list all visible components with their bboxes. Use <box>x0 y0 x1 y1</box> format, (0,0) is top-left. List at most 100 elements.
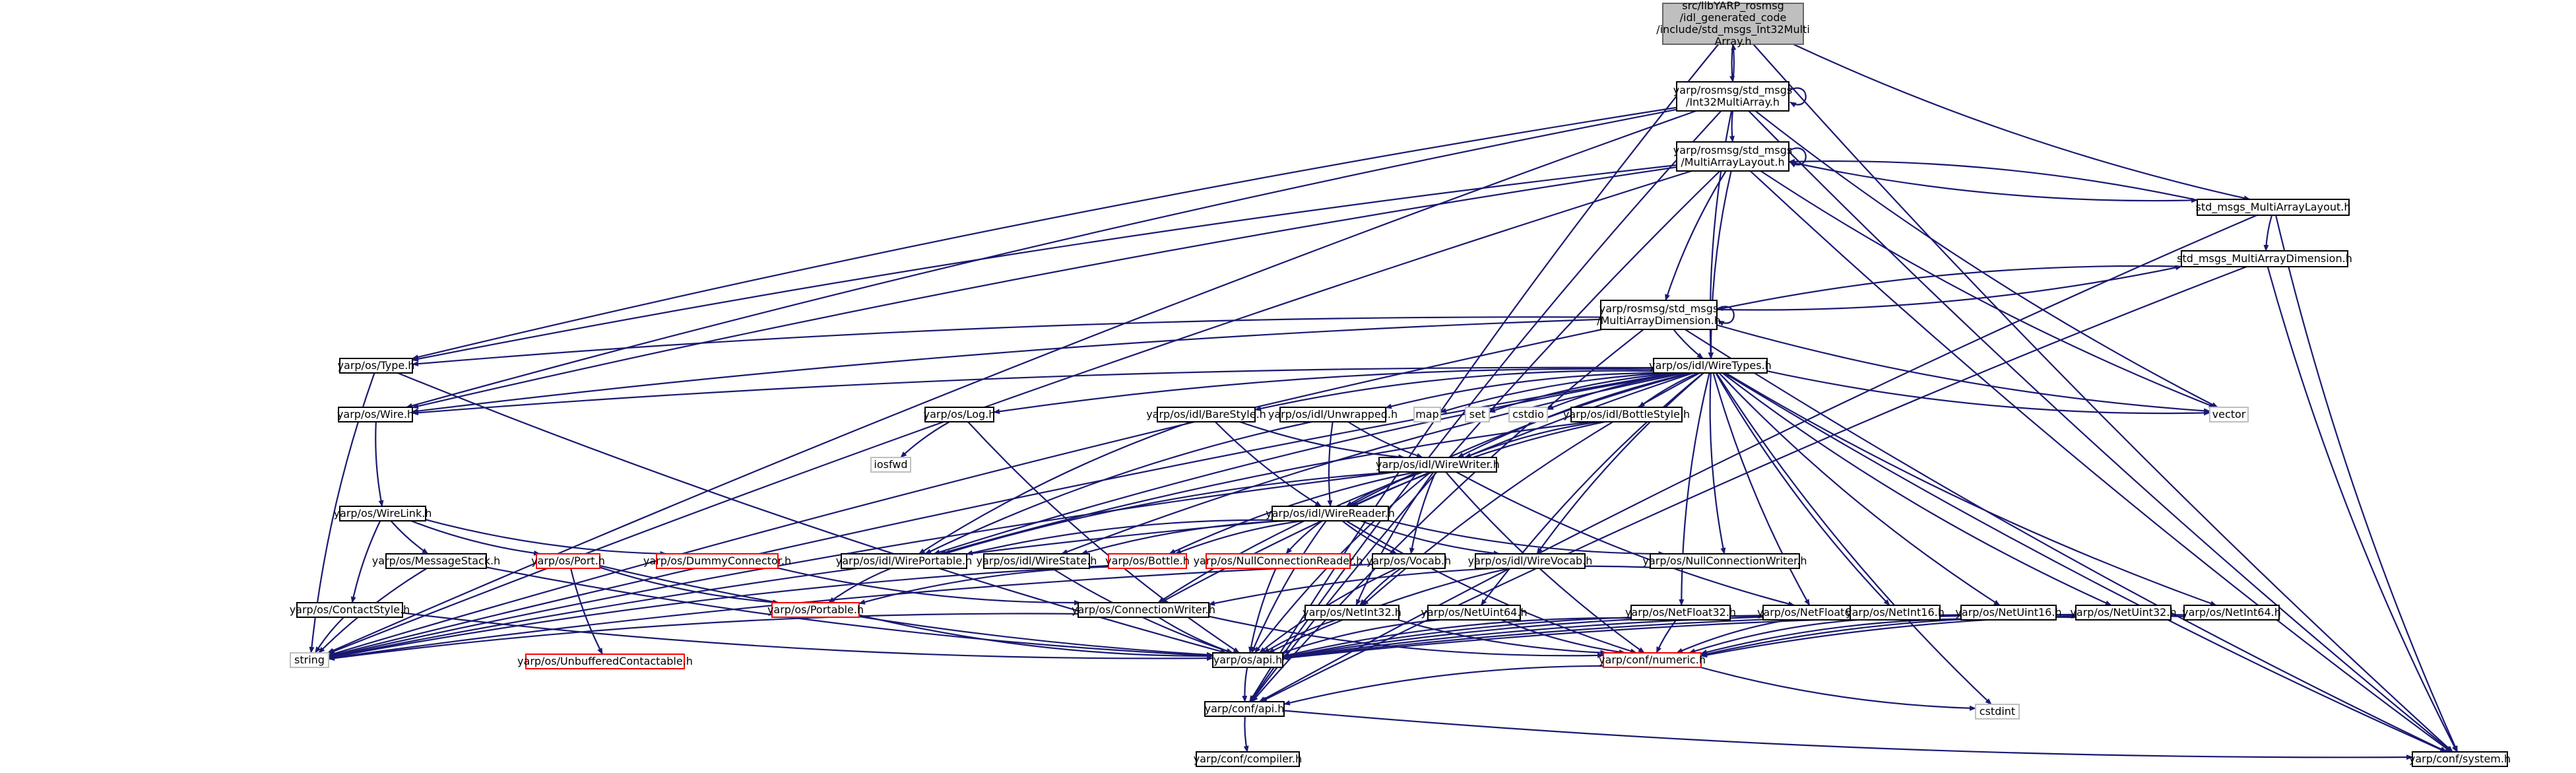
node-map[interactable]: map <box>1413 407 1441 422</box>
node-label: yarp/os/MessageStack.h <box>372 555 501 567</box>
node-wirelink[interactable]: yarp/os/WireLink.h <box>334 506 432 521</box>
node-wirevocab[interactable]: yarp/os/idl/WireVocab.h <box>1468 553 1593 569</box>
node-nullconnwriter[interactable]: yarp/os/NullConnectionWriter.h <box>1642 553 1807 569</box>
node-box <box>385 553 487 569</box>
node-log[interactable]: yarp/os/Log.h <box>924 407 996 422</box>
node-i32[interactable]: yarp/rosmsg/std_msgs/Int32MultiArray.h <box>1673 81 1792 112</box>
node-box <box>1157 407 1256 422</box>
node-dummyconn[interactable]: yarp/os/DummyConnector.h <box>643 553 791 569</box>
node-label: set <box>1469 408 1485 420</box>
edge-wirewriter-to-connwriter <box>1157 471 1424 603</box>
node-netuint64[interactable]: yarp/os/NetUint64.h <box>1421 605 1528 621</box>
node-box <box>1850 605 1941 621</box>
node-contactstyle[interactable]: yarp/os/ContactStyle.h <box>290 602 410 618</box>
node-unbuffered[interactable]: yarp/os/UnbufferedContactable.h <box>517 654 693 669</box>
edge-netfloat32-to-numeric <box>1656 619 1677 654</box>
node-wirestate[interactable]: yarp/os/idl/WireState.h <box>977 553 1097 569</box>
node-vector[interactable]: vector <box>2209 407 2249 422</box>
node-netint32[interactable]: yarp/os/NetInt32.h <box>1303 605 1401 621</box>
node-cstdint[interactable]: cstdint <box>1975 704 2020 720</box>
node-compiler[interactable]: yarp/conf/compiler.h <box>1194 751 1303 767</box>
node-nullconnreader[interactable]: yarp/os/NullConnectionReader.h <box>1194 553 1363 569</box>
edge-wiretypes-to-netuint32 <box>1722 372 2112 607</box>
node-system[interactable]: yarp/conf/system.h <box>2409 751 2511 767</box>
node-compat_dim[interactable]: std_msgs_MultiArrayDimension.h <box>2177 250 2352 267</box>
node-compat_layout[interactable]: std_msgs_MultiArrayLayout.h <box>2196 199 2351 216</box>
node-wirewriter[interactable]: yarp/os/idl/WireWriter.h <box>1376 457 1500 473</box>
node-osapi[interactable]: yarp/os/api.h <box>1212 652 1283 668</box>
edge-wirewriter-to-vocab <box>1409 471 1436 555</box>
node-port[interactable]: yarp/os/Port.h <box>531 553 605 569</box>
edge-compat_layout-to-layout <box>1788 158 2198 201</box>
edge-wirewriter-to-bottle <box>1169 471 1417 555</box>
edge-bottlestyle-to-wirewriter <box>1464 420 1599 459</box>
node-label: Array.h <box>1714 35 1751 48</box>
edge-dim-to-wiretypes <box>1673 329 1704 359</box>
node-wirereader[interactable]: yarp/os/idl/WireReader.h <box>1266 506 1395 521</box>
edge-compat_dim-to-confapi <box>1260 265 2247 702</box>
node-set[interactable]: set <box>1465 407 1490 422</box>
node-wireportable[interactable]: yarp/os/idl/WirePortable.h <box>836 553 973 569</box>
node-wire[interactable]: yarp/os/Wire.h <box>337 407 414 422</box>
node-netfloat64[interactable]: yarp/os/NetFloat64.h <box>1757 605 1868 621</box>
node-connwriter[interactable]: yarp/os/ConnectionWriter.h <box>1072 602 1215 618</box>
edge-wirelink-to-port <box>410 520 541 556</box>
node-numeric[interactable]: yarp/conf/numeric.h <box>1599 652 1706 668</box>
edge-layer <box>309 44 2459 760</box>
edge-layout-to-system <box>1749 170 2452 753</box>
edge-wirelink-to-msgstack <box>390 520 429 555</box>
edge-dim-to-type <box>412 316 1601 367</box>
node-msgstack[interactable]: yarp/os/MessageStack.h <box>372 553 501 569</box>
node-type[interactable]: yarp/os/Type.h <box>338 358 415 374</box>
edge-osapi-to-confapi <box>1242 667 1248 702</box>
node-confapi[interactable]: yarp/conf/api.h <box>1204 701 1285 717</box>
node-netint16[interactable]: yarp/os/NetInt16.h <box>1846 605 1945 621</box>
node-dim[interactable]: yarp/rosmsg/std_msgs/MultiArrayDimension… <box>1597 300 1721 330</box>
node-label: yarp/os/ContactStyle.h <box>290 603 410 616</box>
node-string[interactable]: string <box>290 652 329 668</box>
edge-wirereader-to-nullconnwriter <box>1388 520 1665 556</box>
edge-netuint64-to-osapi <box>1281 619 1440 654</box>
node-portable[interactable]: yarp/os/Portable.h <box>767 602 864 618</box>
node-box <box>2075 605 2172 621</box>
edge-wiretypes-to-nullconnwriter <box>1709 372 1726 555</box>
node-label: yarp/conf/compiler.h <box>1194 753 1303 765</box>
node-vocab[interactable]: yarp/os/Vocab.h <box>1367 553 1451 569</box>
node-box <box>1212 652 1283 668</box>
node-netuint16[interactable]: yarp/os/NetUint16.h <box>1955 605 2062 621</box>
node-netuint32[interactable]: yarp/os/NetUint32.h <box>2070 605 2177 621</box>
edge-dim-to-compat_dim <box>1716 265 2182 311</box>
edge-compat_dim-to-system <box>2267 266 2458 753</box>
node-label: yarp/os/Vocab.h <box>1367 555 1451 567</box>
node-label: yarp/os/Log.h <box>924 408 996 420</box>
edge-wiretypes-to-log <box>993 368 1654 415</box>
edge-compat_dim-to-dim <box>1716 265 2182 311</box>
edge-bottle-to-portable <box>858 566 1109 605</box>
edge-wirewriter-to-wireportable <box>943 471 1398 555</box>
edge-barestyle-to-wirereader <box>1215 421 1322 507</box>
node-netfloat32[interactable]: yarp/os/NetFloat32.h <box>1625 605 1736 621</box>
node-bottle[interactable]: yarp/os/Bottle.h <box>1105 553 1190 569</box>
edge-numeric-to-confapi <box>1283 665 1604 706</box>
node-box <box>1475 553 1586 569</box>
node-box <box>2412 751 2508 767</box>
node-cstdio[interactable]: cstdio <box>1508 407 1548 422</box>
node-root[interactable]: src/libYARP_rosmsg/idl_generated_code/in… <box>1656 0 1810 48</box>
node-box <box>924 407 994 422</box>
edge-wirereader-to-nullconnreader <box>1285 520 1323 555</box>
edge-bottle-to-string <box>328 564 1109 659</box>
node-iosfwd[interactable]: iosfwd <box>870 457 911 473</box>
edge-portable-to-osapi <box>858 614 1213 659</box>
node-wiretypes[interactable]: yarp/os/idl/WireTypes.h <box>1649 358 1772 374</box>
node-bottlestyle[interactable]: yarp/os/idl/BottleStyle.h <box>1563 407 1690 422</box>
node-box <box>1653 358 1768 374</box>
node-netint64[interactable]: yarp/os/NetInt64.h <box>2182 605 2281 621</box>
node-layout[interactable]: yarp/rosmsg/std_msgs/MultiArrayLayout.h <box>1673 141 1792 172</box>
node-label: yarp/os/NullConnectionReader.h <box>1194 555 1363 567</box>
node-unwrapped[interactable]: yarp/os/idl/Unwrapped.h <box>1268 407 1398 422</box>
node-barestyle[interactable]: yarp/os/idl/BareStyle.h <box>1146 407 1266 422</box>
edge-wirereader-to-numeric <box>1345 520 1637 654</box>
node-box <box>1206 553 1351 569</box>
node-box <box>1196 751 1300 767</box>
